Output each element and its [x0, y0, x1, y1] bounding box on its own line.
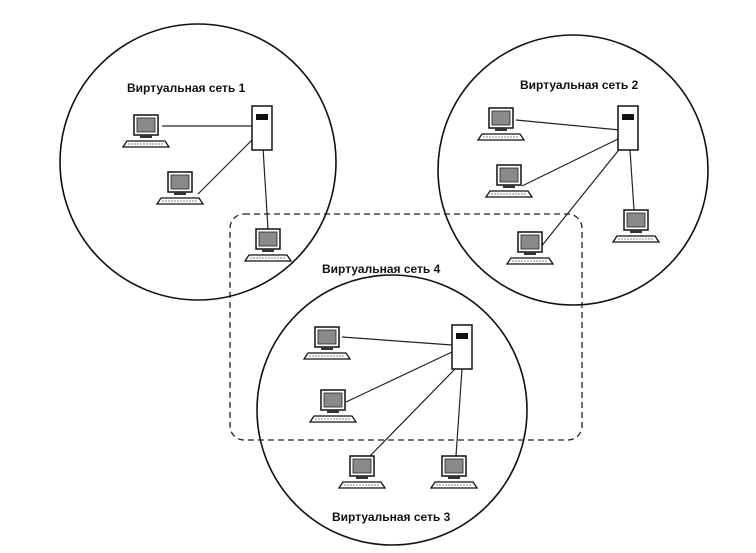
workstation-icon [122, 114, 170, 148]
network-3-label: Виртуальная сеть 3 [332, 510, 451, 524]
switch-icon [617, 105, 639, 151]
network-2-links [515, 119, 635, 249]
network-3-boundary [256, 274, 528, 546]
workstation-icon [303, 326, 351, 360]
workstation-icon [485, 164, 533, 198]
workstation-icon [156, 171, 204, 205]
network-1-boundary [59, 23, 337, 301]
network-3-links [341, 336, 463, 459]
network-4-boundary [229, 213, 583, 441]
switch-icon [251, 105, 273, 151]
workstation-icon [309, 389, 357, 423]
workstation-icon [338, 455, 386, 489]
network-4-label: Виртуальная сеть 4 [322, 262, 441, 276]
workstation-icon [612, 209, 660, 243]
network-2-boundary [437, 34, 709, 306]
workstation-icon [477, 107, 525, 141]
workstation-icon [430, 455, 478, 489]
workstation-icon [506, 231, 554, 265]
network-2-label: Виртуальная сеть 2 [520, 78, 639, 92]
switch-icon [451, 324, 473, 370]
workstation-icon [244, 228, 292, 262]
network-1-label: Виртуальная сеть 1 [127, 81, 246, 95]
network-1-links [162, 125, 269, 230]
